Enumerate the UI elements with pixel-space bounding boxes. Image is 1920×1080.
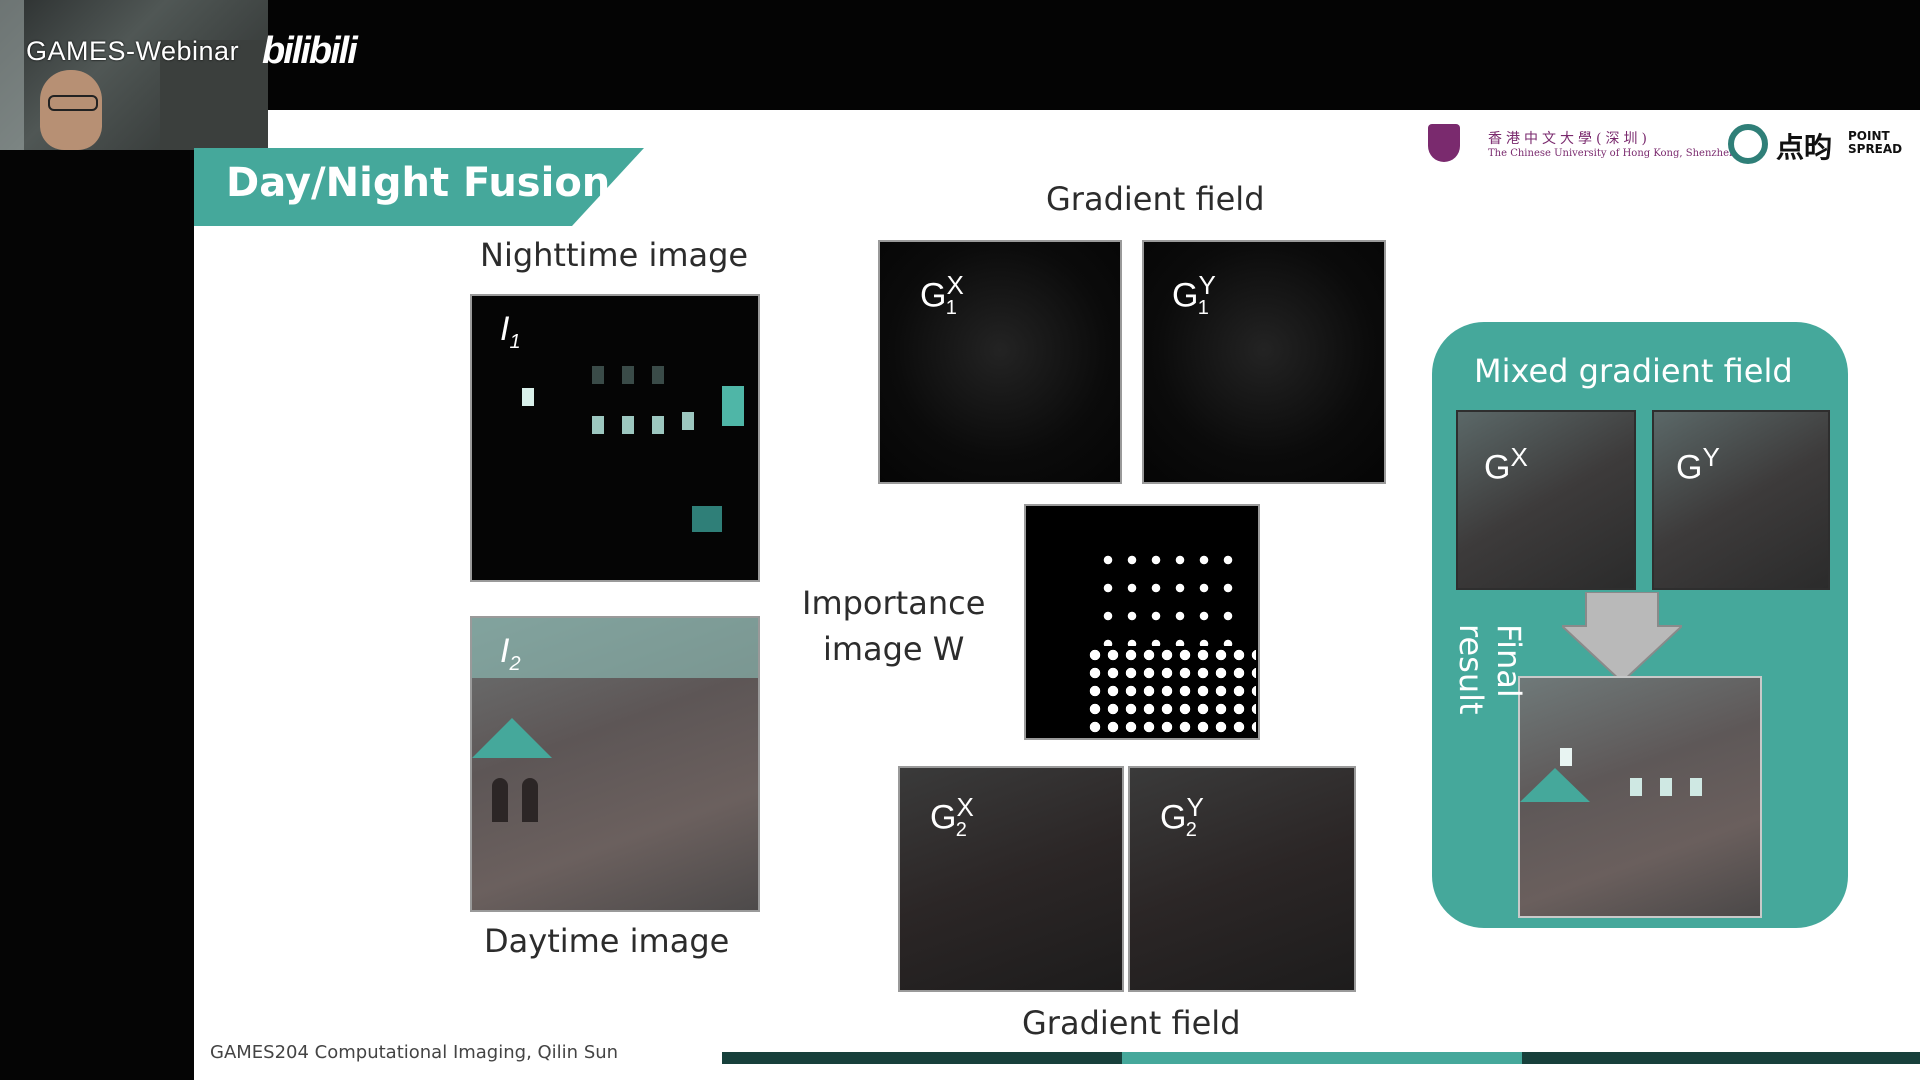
nighttime-image-label: Nighttime image <box>480 236 749 274</box>
dim-window <box>652 366 664 384</box>
mixed-gradient-title: Mixed gradient field <box>1474 352 1793 390</box>
arched-window <box>522 778 538 822</box>
lit-window <box>682 412 694 430</box>
daytime-image: I2 <box>470 616 760 912</box>
dim-window <box>622 366 634 384</box>
slide-footer: GAMES204 Computational Imaging, Qilin Su… <box>210 1042 619 1063</box>
gx-label: GX <box>1484 442 1528 487</box>
pointspread-eye-icon <box>1728 124 1768 164</box>
webcam-window-frame <box>0 0 24 150</box>
presenter-webcam <box>0 0 268 150</box>
pointspread-en-line1: POINT <box>1848 129 1890 143</box>
footer-progress-dark-right <box>1522 1052 1920 1064</box>
g1x-image: GX1 <box>878 240 1122 484</box>
g2x-label: GX2 <box>930 792 974 842</box>
final-lit-window <box>1560 748 1572 766</box>
cuhk-english-name: The Chinese University of Hong Kong, She… <box>1488 148 1736 159</box>
cuhk-shenzhen-logo <box>1428 124 1718 164</box>
green-roof <box>472 718 552 758</box>
footer-progress-dark <box>722 1052 1122 1064</box>
video-top-letterbox <box>0 0 1920 110</box>
pointspread-english-name: POINT SPREAD <box>1848 130 1902 156</box>
g2x-image: GX2 <box>898 766 1124 992</box>
importance-image-label: Importance image W <box>802 580 985 672</box>
nighttime-image: I1 <box>470 294 760 582</box>
g2y-label: GY2 <box>1160 792 1204 842</box>
final-result-image <box>1518 676 1762 918</box>
footer-progress-accent <box>1122 1052 1522 1064</box>
lit-tree <box>692 506 722 532</box>
webcam-background-shelf <box>160 40 268 150</box>
bilibili-logo: bilibili <box>262 30 358 72</box>
gx-image: GX <box>1456 410 1636 590</box>
final-lit-window <box>1660 778 1672 796</box>
roof <box>472 618 758 678</box>
pointspread-chinese-name: 点昀 <box>1776 131 1833 164</box>
importance-image-w <box>1024 504 1260 740</box>
title-band <box>194 148 644 226</box>
arched-window <box>492 778 508 822</box>
g1x-label: GX1 <box>920 270 964 320</box>
final-lit-window <box>1690 778 1702 796</box>
gy-image: GY <box>1652 410 1830 590</box>
importance-blobs-lower <box>1086 646 1256 736</box>
down-arrow-icon <box>1562 592 1682 682</box>
pointspread-en-line2: SPREAD <box>1848 142 1903 156</box>
gradient-field-bottom-label: Gradient field <box>1022 1004 1241 1042</box>
importance-label-line1: Importance <box>802 584 986 622</box>
g2y-image: GY2 <box>1128 766 1356 992</box>
video-left-letterbox <box>0 110 194 1080</box>
i1-label: I1 <box>500 310 521 353</box>
g1y-image: GY1 <box>1142 240 1386 484</box>
importance-blobs <box>1096 546 1246 646</box>
gy-label: GY <box>1676 442 1720 487</box>
final-lit-window <box>1630 778 1642 796</box>
i2-label: I2 <box>500 632 521 675</box>
importance-label-line2: image W <box>822 630 965 668</box>
lit-window <box>592 416 604 434</box>
gradient-field-top-label: Gradient field <box>1046 180 1265 218</box>
final-result-label: Final result <box>1452 624 1528 715</box>
lit-tree <box>722 386 744 426</box>
games-webinar-watermark: GAMES-Webinar <box>26 36 240 66</box>
final-green-roof <box>1520 768 1590 802</box>
dim-window <box>592 366 604 384</box>
lit-window <box>652 416 664 434</box>
lit-window <box>522 388 534 406</box>
cuhk-seal-icon <box>1428 124 1460 162</box>
daytime-image-label: Daytime image <box>484 922 730 960</box>
cuhk-chinese-name: 香港中文大學(深圳) <box>1488 131 1651 147</box>
g1y-label: GY1 <box>1172 270 1216 320</box>
slide-title: Day/Night Fusion <box>226 160 611 206</box>
presenter-glasses <box>48 95 98 111</box>
lit-window <box>622 416 634 434</box>
